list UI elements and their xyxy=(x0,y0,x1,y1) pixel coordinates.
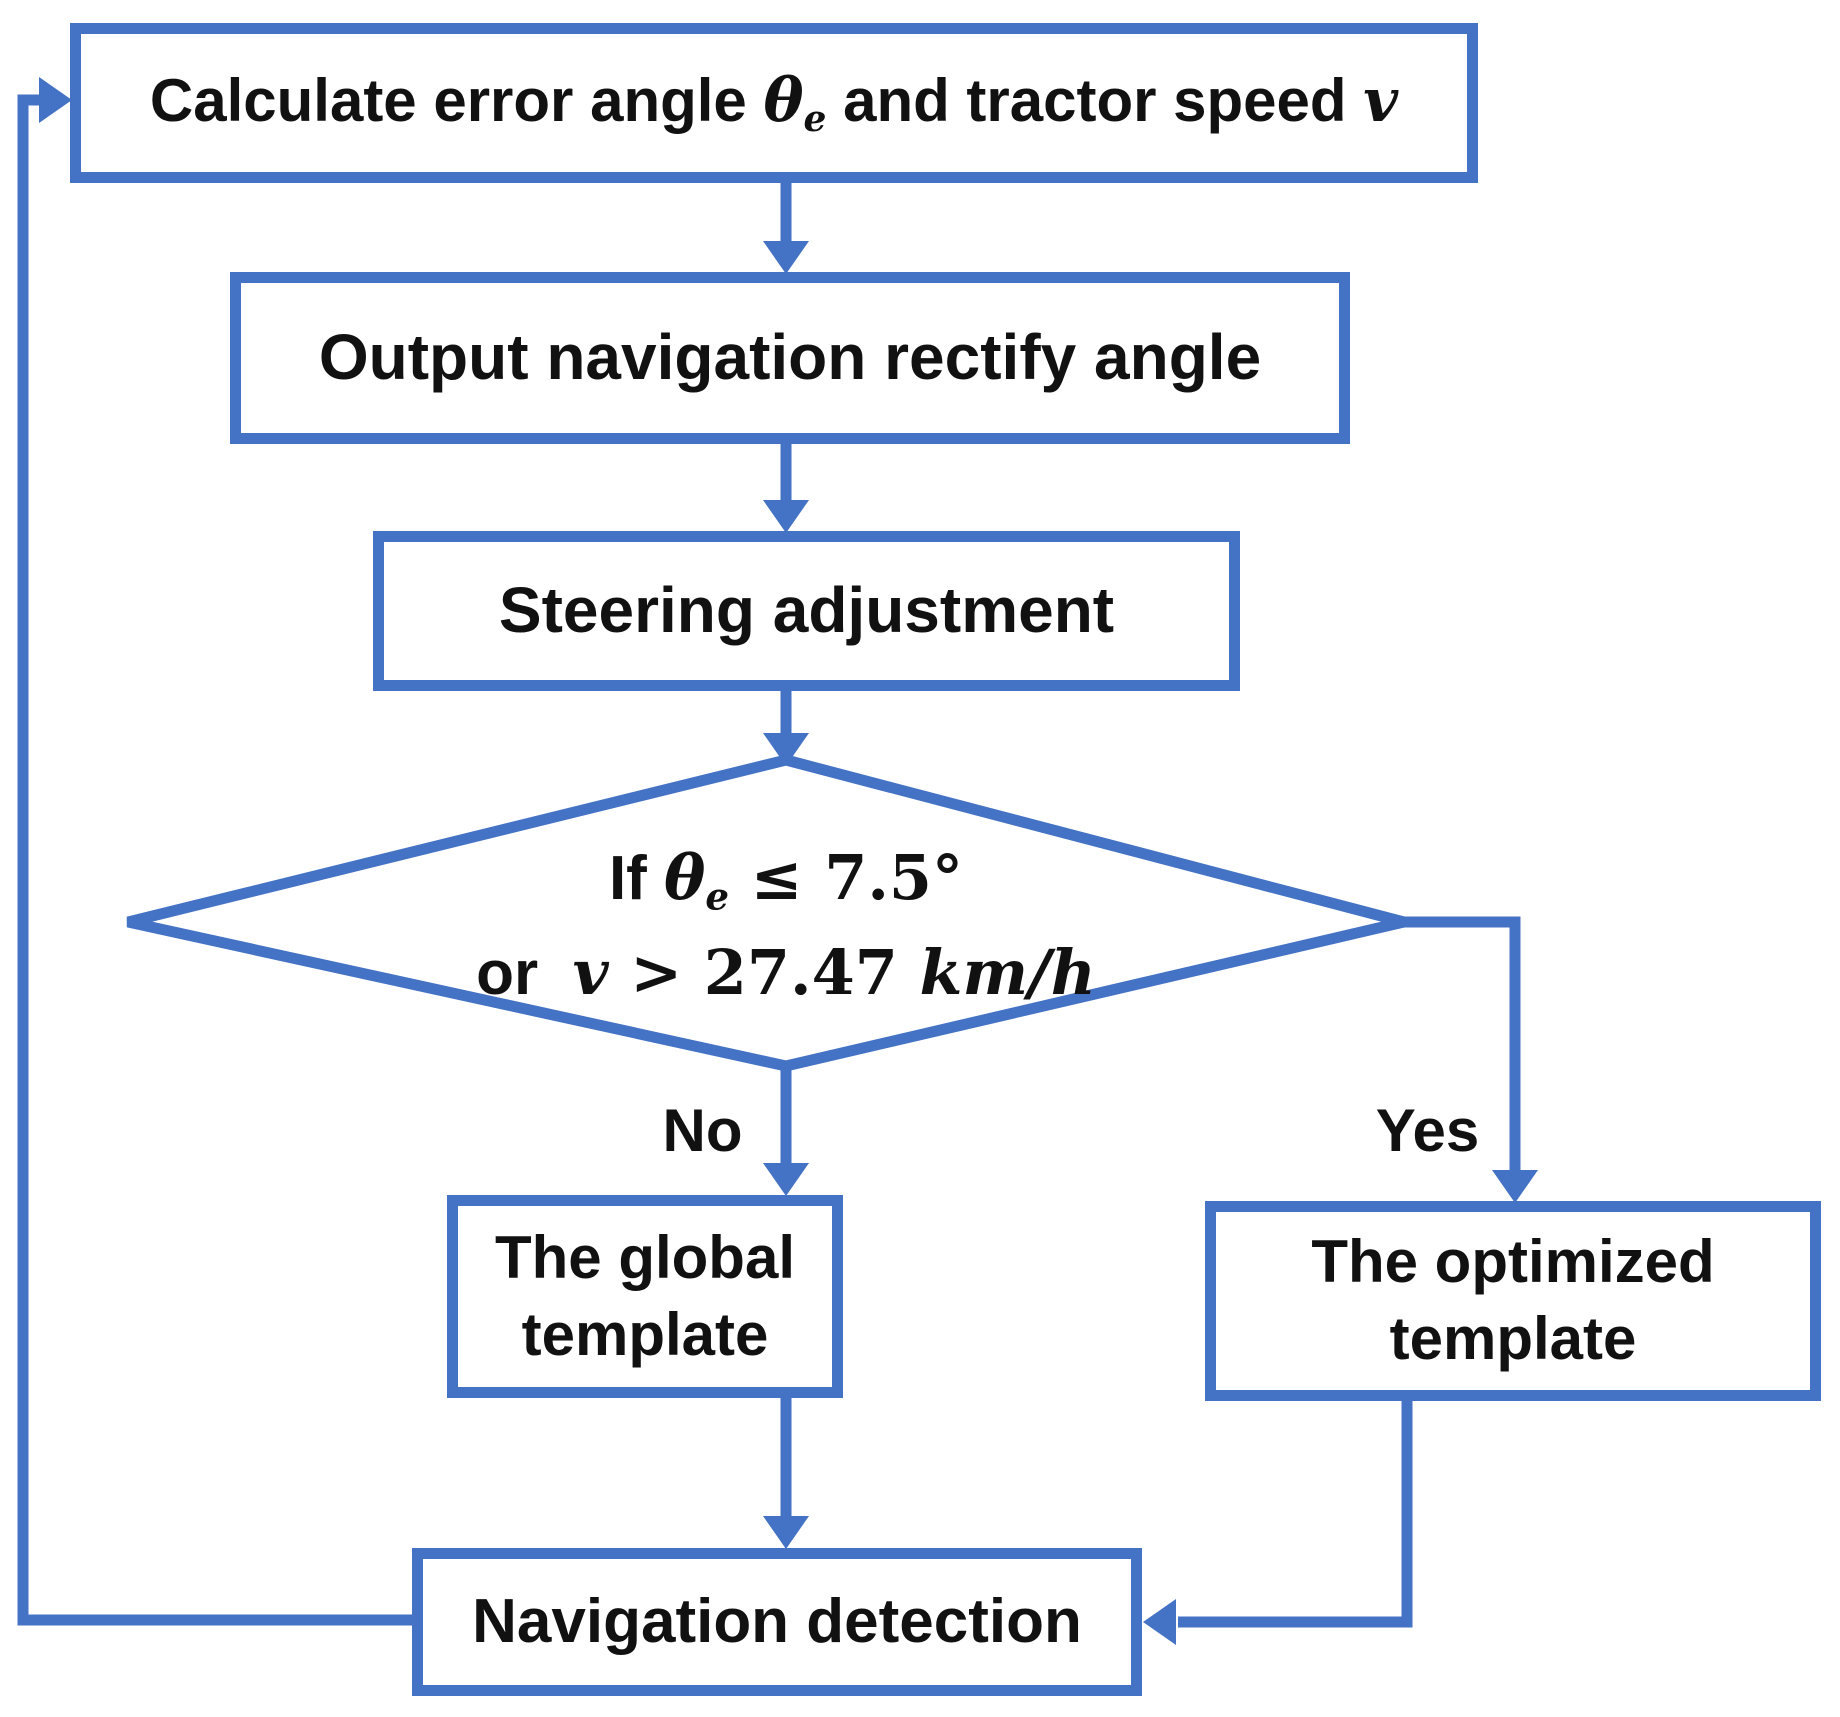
connector-optimized-to-navigation xyxy=(1178,1395,1413,1628)
arrowhead-into-navigation-top xyxy=(763,1516,809,1549)
arrowhead-into-global xyxy=(763,1163,809,1196)
process-label-navigation: Navigation detection xyxy=(472,1587,1082,1657)
connector-loopback xyxy=(17,94,415,1626)
optimized-template-line1: The optimized xyxy=(1311,1228,1715,1296)
arrowhead-into-navigation-right xyxy=(1143,1599,1176,1645)
decision-condition-line1: If θe ≤ 7.5° xyxy=(608,840,964,919)
process-box-steering: Steering adjustment xyxy=(373,531,1240,691)
decision-condition-line2: or v > 27.47 km/h xyxy=(476,936,1096,1010)
arrowhead-into-output xyxy=(763,241,809,274)
branch-label-yes: Yes xyxy=(1375,1097,1480,1164)
process-box-calculate: Calculate error angle θe and tractor spe… xyxy=(70,23,1478,183)
decision-diamond-text: If θe ≤ 7.5° or v > 27.47 km/h xyxy=(286,785,1286,1065)
arrowhead-into-optimized xyxy=(1492,1170,1538,1203)
process-label-calculate: Calculate error angle θe and tractor spe… xyxy=(149,66,1399,141)
branch-label-no: No xyxy=(662,1097,743,1164)
process-box-navigation: Navigation detection xyxy=(412,1548,1142,1696)
process-label-steering: Steering adjustment xyxy=(498,574,1115,647)
process-box-optimized-template: The optimized template xyxy=(1205,1201,1821,1401)
decision-diamond-shape xyxy=(126,754,1406,1072)
global-template-line1: The global xyxy=(495,1223,795,1291)
process-box-global-template: The global template xyxy=(447,1195,843,1398)
global-template-line2: template xyxy=(521,1300,769,1368)
optimized-template-line2: template xyxy=(1389,1305,1637,1372)
arrowhead-into-calculate xyxy=(39,77,72,123)
connector-yes-branch xyxy=(1396,916,1521,1174)
arrowhead-into-decision xyxy=(763,733,809,766)
process-box-output: Output navigation rectify angle xyxy=(230,272,1350,444)
process-label-output: Output navigation rectify angle xyxy=(318,321,1262,394)
arrowhead-into-steering xyxy=(763,500,809,533)
